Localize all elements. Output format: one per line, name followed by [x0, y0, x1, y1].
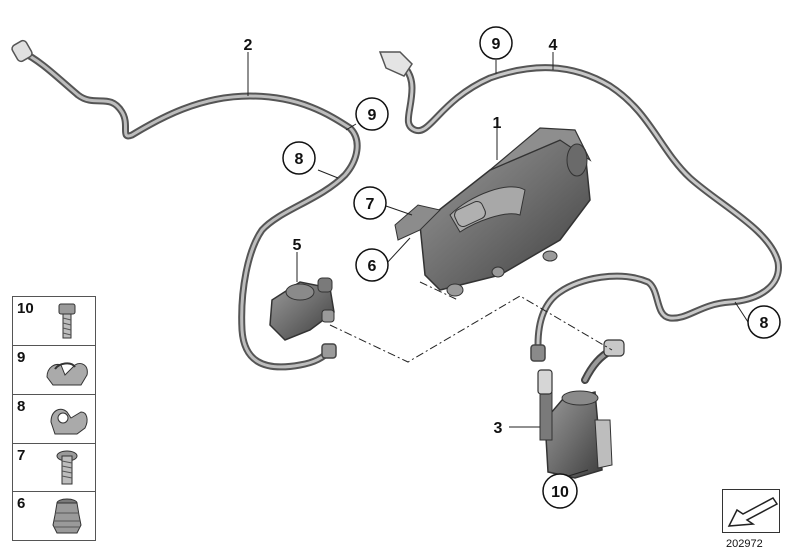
- callout-2: 2: [244, 37, 253, 54]
- hose-clip-8-icon: [50, 408, 88, 435]
- callout-9-top: 9: [492, 36, 501, 53]
- legend-num-8: 8: [17, 398, 26, 415]
- callout-10: 10: [551, 484, 569, 501]
- bolt-icon: [58, 303, 76, 339]
- legend-item-10: 10: [12, 296, 96, 346]
- legend-num-6: 6: [17, 495, 26, 512]
- dust-filter: [537, 339, 625, 479]
- callout-3: 3: [494, 420, 503, 437]
- symbol-box: [722, 489, 780, 533]
- callout-4: 4: [549, 37, 558, 54]
- legend-item-6: 6: [12, 491, 96, 541]
- leak-diagnosis-pump: [269, 277, 335, 341]
- callout-8-left: 8: [295, 151, 304, 168]
- legend-item-7: 7: [12, 443, 96, 493]
- hose-4: [378, 51, 782, 362]
- legend-num-10: 10: [17, 300, 34, 317]
- callout-8-right: 8: [760, 315, 769, 332]
- arrow-symbol-icon: [727, 497, 779, 527]
- legend-num-9: 9: [17, 349, 26, 366]
- legend-num-7: 7: [17, 447, 26, 464]
- charcoal-canister: [394, 127, 592, 297]
- legend-item-9: 9: [12, 345, 96, 395]
- grommet-icon: [52, 498, 82, 534]
- assembly-lines: [329, 281, 613, 363]
- callout-6: 6: [368, 258, 377, 275]
- callout-7: 7: [366, 196, 375, 213]
- legend-item-8: 8: [12, 394, 96, 444]
- diagram-id: 202972: [726, 538, 763, 550]
- callouts: 1 2 3 4 5 6 7 8 8 9 9 10: [244, 26, 781, 509]
- screw-icon: [56, 450, 78, 485]
- callout-1: 1: [493, 115, 502, 132]
- hose-clip-9-icon: [46, 362, 88, 386]
- callout-9-left: 9: [368, 107, 377, 124]
- callout-5: 5: [293, 237, 302, 254]
